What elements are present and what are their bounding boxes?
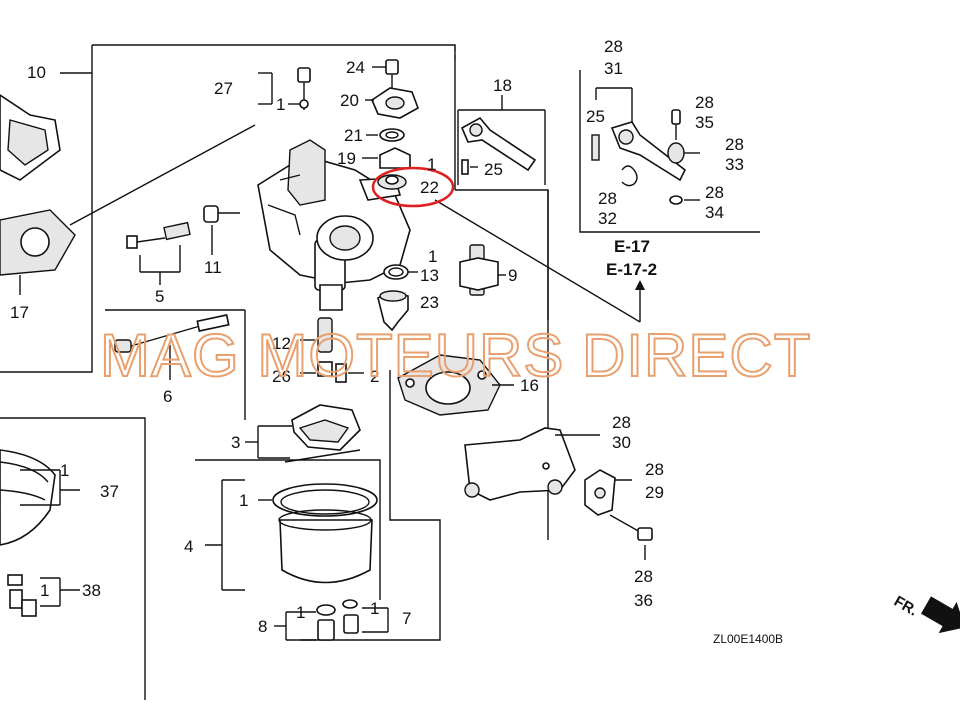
part-5-screw-spring — [126, 221, 191, 285]
part-20-cover — [365, 87, 419, 119]
label-28g: 28 — [645, 460, 664, 479]
label-28b: 28 — [695, 93, 714, 112]
direction-arrow — [920, 596, 960, 634]
label-28d: 28 — [598, 189, 617, 208]
part-21-oring — [366, 128, 405, 142]
watermark: MAG MOTEURS DIRECT — [100, 322, 811, 389]
label-9: 9 — [508, 266, 517, 285]
label-19-qty: 1 — [427, 155, 436, 174]
ref-e17: E-17 — [614, 237, 650, 256]
label-27: 27 — [214, 79, 233, 98]
label-13-qty: 1 — [428, 247, 437, 266]
part-6-screw-set — [114, 314, 230, 380]
direction-label: FR. — [891, 593, 920, 620]
label-4-qty: 1 — [239, 491, 248, 510]
part-11-screw — [203, 205, 240, 255]
label-4: 4 — [184, 537, 193, 556]
label-12: 12 — [272, 334, 291, 353]
part-4-float-chamber — [205, 479, 378, 591]
part-12-jet — [300, 317, 333, 353]
label-26: 26 — [272, 367, 291, 386]
part-13-oring — [383, 264, 418, 280]
label-31: 31 — [604, 59, 623, 78]
part-23-float-valve — [377, 290, 409, 332]
label-37: 37 — [100, 482, 119, 501]
label-25a: 25 — [484, 160, 503, 179]
label-32: 32 — [598, 209, 617, 228]
label-13: 13 — [420, 266, 439, 285]
label-33: 33 — [725, 155, 744, 174]
part-22-jet — [377, 174, 407, 190]
label-38: 38 — [82, 581, 101, 600]
part-10-manifold-partial — [0, 72, 92, 181]
label-20: 20 — [340, 91, 359, 110]
part-37-air-cleaner-partial — [0, 449, 80, 546]
label-23: 23 — [420, 293, 439, 312]
label-11: 11 — [204, 258, 222, 277]
label-28h: 28 — [634, 567, 653, 586]
label-10: 10 — [27, 63, 46, 82]
label-8: 8 — [258, 617, 267, 636]
part-19-diaphragm-valve — [362, 147, 411, 169]
part-30-bracket — [464, 427, 600, 501]
label-21: 21 — [344, 126, 363, 145]
label-27-qty: 1 — [276, 95, 285, 114]
part-17-gasket — [0, 209, 76, 295]
label-28a: 28 — [604, 37, 623, 56]
part-7-screw — [342, 599, 389, 634]
part-16-insulator-gasket — [397, 354, 514, 416]
label-28f: 28 — [612, 413, 631, 432]
frame-lines — [0, 44, 760, 700]
part-26-nut — [300, 361, 333, 377]
part-36-bolt — [609, 514, 653, 560]
label-17: 17 — [10, 303, 29, 322]
part-3-float — [245, 404, 361, 463]
part-9-fuel-valve — [459, 244, 506, 296]
label-37-qty: 1 — [60, 461, 69, 480]
part-18-throttle-lever — [457, 95, 546, 185]
label-28c: 28 — [725, 135, 744, 154]
highlight-circle-22 — [371, 166, 455, 208]
part-24-screw — [372, 59, 399, 88]
ref-e17-2: E-17-2 — [606, 260, 657, 279]
label-36: 36 — [634, 591, 653, 610]
label-2: 2 — [370, 367, 379, 386]
label-7-qty: 1 — [370, 599, 379, 618]
label-25b: 25 — [586, 107, 605, 126]
part-2-screw — [335, 363, 364, 383]
label-22: 22 — [420, 178, 439, 197]
part-8-drain-bolt — [274, 604, 336, 641]
label-35: 35 — [695, 113, 714, 132]
label-7: 7 — [402, 609, 411, 628]
diagram-code: ZL00E1400B — [713, 632, 783, 646]
label-34: 34 — [705, 203, 724, 222]
ref-arrow — [635, 280, 645, 322]
label-5: 5 — [155, 287, 164, 306]
label-29: 29 — [645, 483, 664, 502]
part-31-governor-group — [591, 87, 700, 205]
part-carburetor-body — [257, 139, 411, 311]
label-3: 3 — [231, 433, 240, 452]
label-16: 16 — [520, 376, 539, 395]
label-30: 30 — [612, 433, 631, 452]
label-6: 6 — [163, 387, 172, 406]
label-19: 19 — [337, 149, 356, 168]
part-27-choke-screw — [258, 67, 311, 110]
label-8-qty: 1 — [296, 603, 305, 622]
label-18: 18 — [493, 76, 512, 95]
label-38-qty: 1 — [40, 581, 49, 600]
label-28e: 28 — [705, 183, 724, 202]
part-29-plate — [584, 469, 632, 516]
part-38-screw-set — [7, 574, 80, 617]
label-24: 24 — [346, 58, 365, 77]
